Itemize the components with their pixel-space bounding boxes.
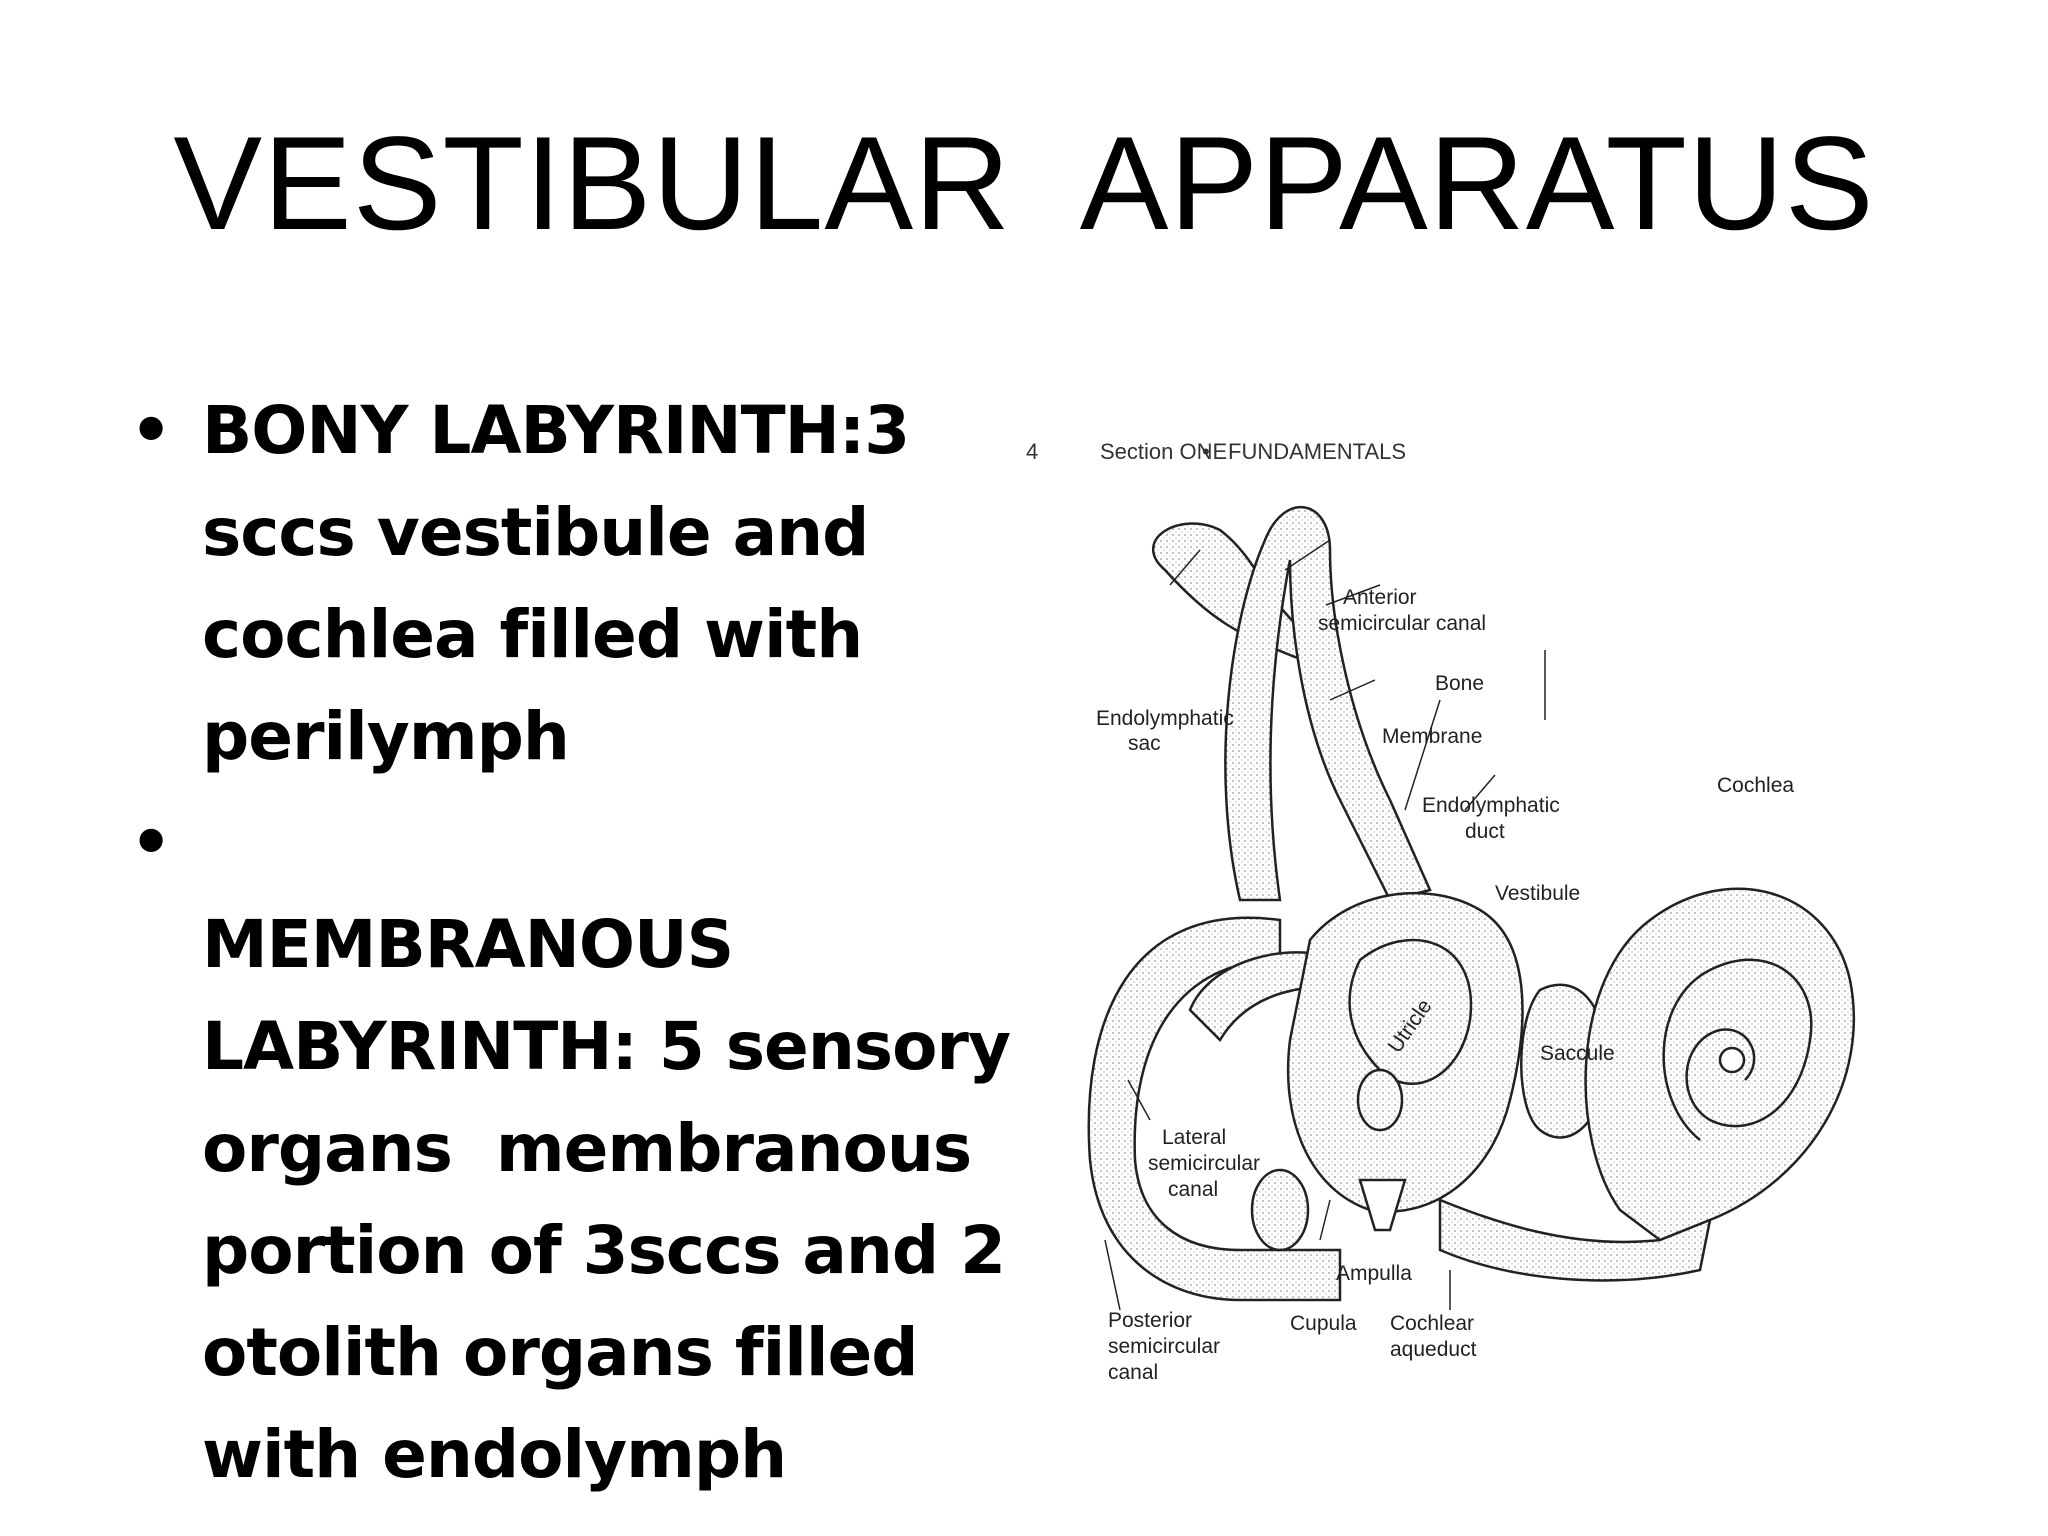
label-membrane: Membrane — [1382, 725, 1482, 748]
figure-chapter: FUNDAMENTALS — [1228, 439, 1406, 464]
ampulla-shape — [1356, 1068, 1404, 1132]
leader-lines — [1104, 539, 1546, 1311]
label-posterior-canal: Posterior — [1108, 1309, 1192, 1332]
label-endolymphatic-sac: Endolymphatic — [1096, 707, 1234, 730]
bullet-text-line: with endolymph — [202, 1416, 787, 1493]
bullet-text-line: portion of 3sccs and 2 — [202, 1212, 1006, 1289]
cochlea-apex — [1718, 1046, 1746, 1074]
saccule-shape — [1520, 983, 1607, 1139]
figure-separator: • — [1202, 439, 1210, 464]
label-ampulla: Ampulla — [1336, 1262, 1412, 1285]
bullet-text-line: LABYRINTH: 5 sensory — [202, 1008, 1011, 1085]
cupula-shape — [1358, 1178, 1407, 1232]
label-anterior-canal: Anterior — [1343, 586, 1417, 609]
figure-page-number: 4 — [1026, 439, 1038, 464]
label-posterior-canal: canal — [1108, 1361, 1158, 1384]
label-saccule: Saccule — [1540, 1042, 1615, 1065]
bullet-list: • BONY LABYRINTH:3 sccs vestibule and co… — [120, 380, 1020, 1506]
label-cochlea: Cochlea — [1717, 774, 1794, 797]
label-bone: Bone — [1435, 672, 1484, 695]
figure-header: 4 Section ONE • FUNDAMENTALS — [1026, 439, 1406, 464]
label-endolymphatic-duct: duct — [1465, 820, 1505, 843]
bullet-text-line: otolith organs filled — [202, 1314, 919, 1391]
label-anterior-canal: semicircular canal — [1318, 612, 1486, 635]
label-vestibule: Vestibule — [1495, 882, 1580, 905]
label-lateral-canal: canal — [1168, 1178, 1218, 1201]
bullet-item-bony-labyrinth: • BONY LABYRINTH:3 sccs vestibule and co… — [120, 380, 1020, 788]
bullet-text-line — [202, 792, 1020, 894]
label-cupula: Cupula — [1290, 1312, 1357, 1335]
bullet-icon: • — [130, 804, 172, 881]
ampulla-shape — [1250, 1168, 1310, 1252]
cochlea-inner-turn — [1662, 958, 1813, 1141]
label-posterior-canal: semicircular — [1108, 1335, 1220, 1358]
label-lateral-canal: semicircular — [1148, 1152, 1260, 1175]
label-endolymphatic-sac: sac — [1128, 732, 1161, 755]
basal-turn-shape — [1438, 1198, 1712, 1282]
bullet-text-line: perilymph — [202, 698, 570, 775]
bullet-icon: • — [130, 392, 172, 469]
labyrinth-diagram: 4 Section ONE • FUNDAMENTALS — [1026, 439, 1855, 1384]
bullet-text-line: organs membranous — [202, 1110, 972, 1187]
bullet-text-line: sccs vestibule and — [202, 494, 869, 571]
figure-labels: Anterior semicircular canal Bone Membran… — [1096, 586, 1794, 1384]
bullet-text-line: BONY LABYRINTH:3 — [202, 392, 910, 469]
label-cochlear-aqueduct: Cochlear — [1390, 1312, 1474, 1335]
inner-ear-illustration: 4 Section ONE • FUNDAMENTALS — [1010, 420, 1910, 1420]
bullet-text-line: cochlea filled with — [202, 596, 863, 673]
bullet-text-line: MEMBRANOUS — [202, 906, 734, 983]
posterior-canal-shape — [1087, 916, 1342, 1302]
slide-title: VESTIBULAR APPARATUS — [173, 110, 1875, 258]
figure-section: Section ONE — [1100, 439, 1227, 464]
bullet-item-membranous-labyrinth: • MEMBRANOUS LABYRINTH: 5 sensory organs… — [120, 792, 1020, 1506]
anterior-canal-shape — [1224, 505, 1432, 902]
label-cochlear-aqueduct: aqueduct — [1390, 1338, 1477, 1361]
labyrinth-drawing — [1087, 505, 1855, 1302]
utricle-shape — [1348, 938, 1473, 1086]
label-endolymphatic-duct: Endolymphatic — [1422, 794, 1560, 817]
label-lateral-canal: Lateral — [1162, 1126, 1226, 1149]
